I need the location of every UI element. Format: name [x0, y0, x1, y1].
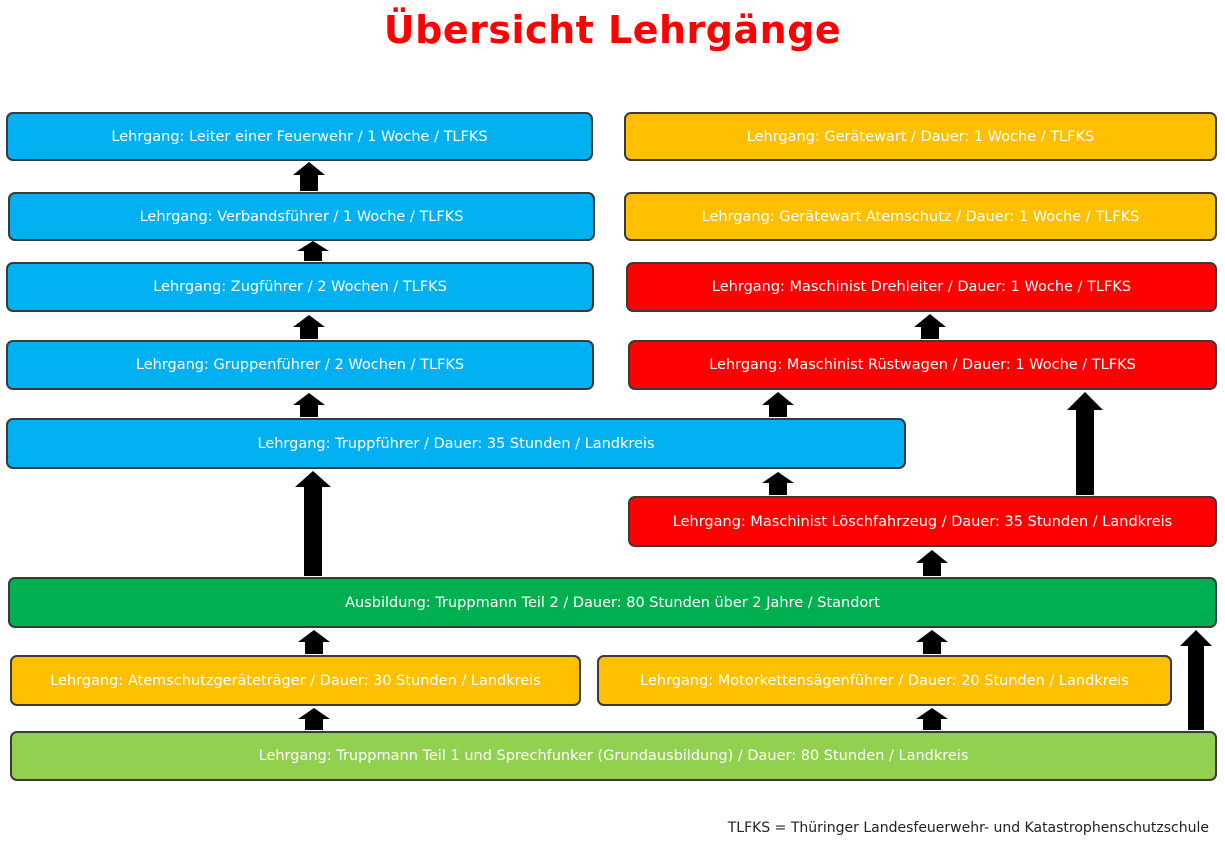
arrow-motorkettensaege-to-truppmann2	[916, 630, 948, 654]
arrow-truppfuehrer-to-ruestwagen	[762, 392, 794, 417]
course-maschinist-ruestwagen: Lehrgang: Maschinist Rüstwagen / Dauer: …	[628, 340, 1217, 390]
course-atemschutzgeraetetraeger: Lehrgang: Atemschutzgeräteträger / Dauer…	[10, 655, 581, 706]
course-geraetewart-atemschutz: Lehrgang: Gerätewart Atemschutz / Dauer:…	[624, 192, 1217, 241]
arrow-verbandsfuehrer-to-leiter	[293, 162, 325, 191]
course-maschinist-drehleiter: Lehrgang: Maschinist Drehleiter / Dauer:…	[626, 262, 1217, 312]
arrow-zugfuehrer-to-verbandsfuehrer	[297, 241, 329, 261]
arrow-loeschfahrzeug-to-truppfuehrer	[762, 472, 794, 495]
course-truppmann-teil2: Ausbildung: Truppmann Teil 2 / Dauer: 80…	[8, 577, 1217, 628]
arrow-truppmann2-to-truppfuehrer	[295, 471, 331, 576]
arrow-truppmann1-to-truppmann2	[1180, 630, 1212, 730]
course-truppmann-teil1: Lehrgang: Truppmann Teil 1 und Sprechfun…	[10, 731, 1217, 781]
course-maschinist-loeschfahrzeug: Lehrgang: Maschinist Löschfahrzeug / Dau…	[628, 496, 1217, 547]
footnote: TLFKS = Thüringer Landesfeuerwehr- und K…	[727, 820, 1209, 836]
course-verbandsfuehrer: Lehrgang: Verbandsführer / 1 Woche / TLF…	[8, 192, 595, 241]
course-truppfuehrer: Lehrgang: Truppführer / Dauer: 35 Stunde…	[6, 418, 906, 469]
course-zugfuehrer: Lehrgang: Zugführer / 2 Wochen / TLFKS	[6, 262, 594, 312]
diagram-title: Übersicht Lehrgänge	[383, 8, 842, 52]
arrow-atemschutz-to-truppmann2	[298, 630, 330, 654]
course-geraetewart: Lehrgang: Gerätewart / Dauer: 1 Woche / …	[624, 112, 1217, 161]
arrow-gruppenfuehrer-to-zugfuehrer	[293, 315, 325, 339]
course-leiter-feuerwehr: Lehrgang: Leiter einer Feuerwehr / 1 Woc…	[6, 112, 593, 161]
arrow-truppmann1-to-atemschutz	[298, 708, 330, 730]
arrow-ruestwagen-to-drehleiter	[914, 314, 946, 339]
arrow-truppmann1-to-motorkettensaege	[916, 708, 948, 730]
arrow-truppmann2-to-loeschfahrzeug	[916, 550, 948, 576]
course-motorkettensaegenfuehrer: Lehrgang: Motorkettensägenführer / Dauer…	[597, 655, 1172, 706]
arrow-loeschfahrzeug-to-ruestwagen	[1067, 392, 1103, 495]
course-gruppenfuehrer: Lehrgang: Gruppenführer / 2 Wochen / TLF…	[6, 340, 594, 390]
arrow-truppfuehrer-to-gruppenfuehrer	[293, 393, 325, 417]
